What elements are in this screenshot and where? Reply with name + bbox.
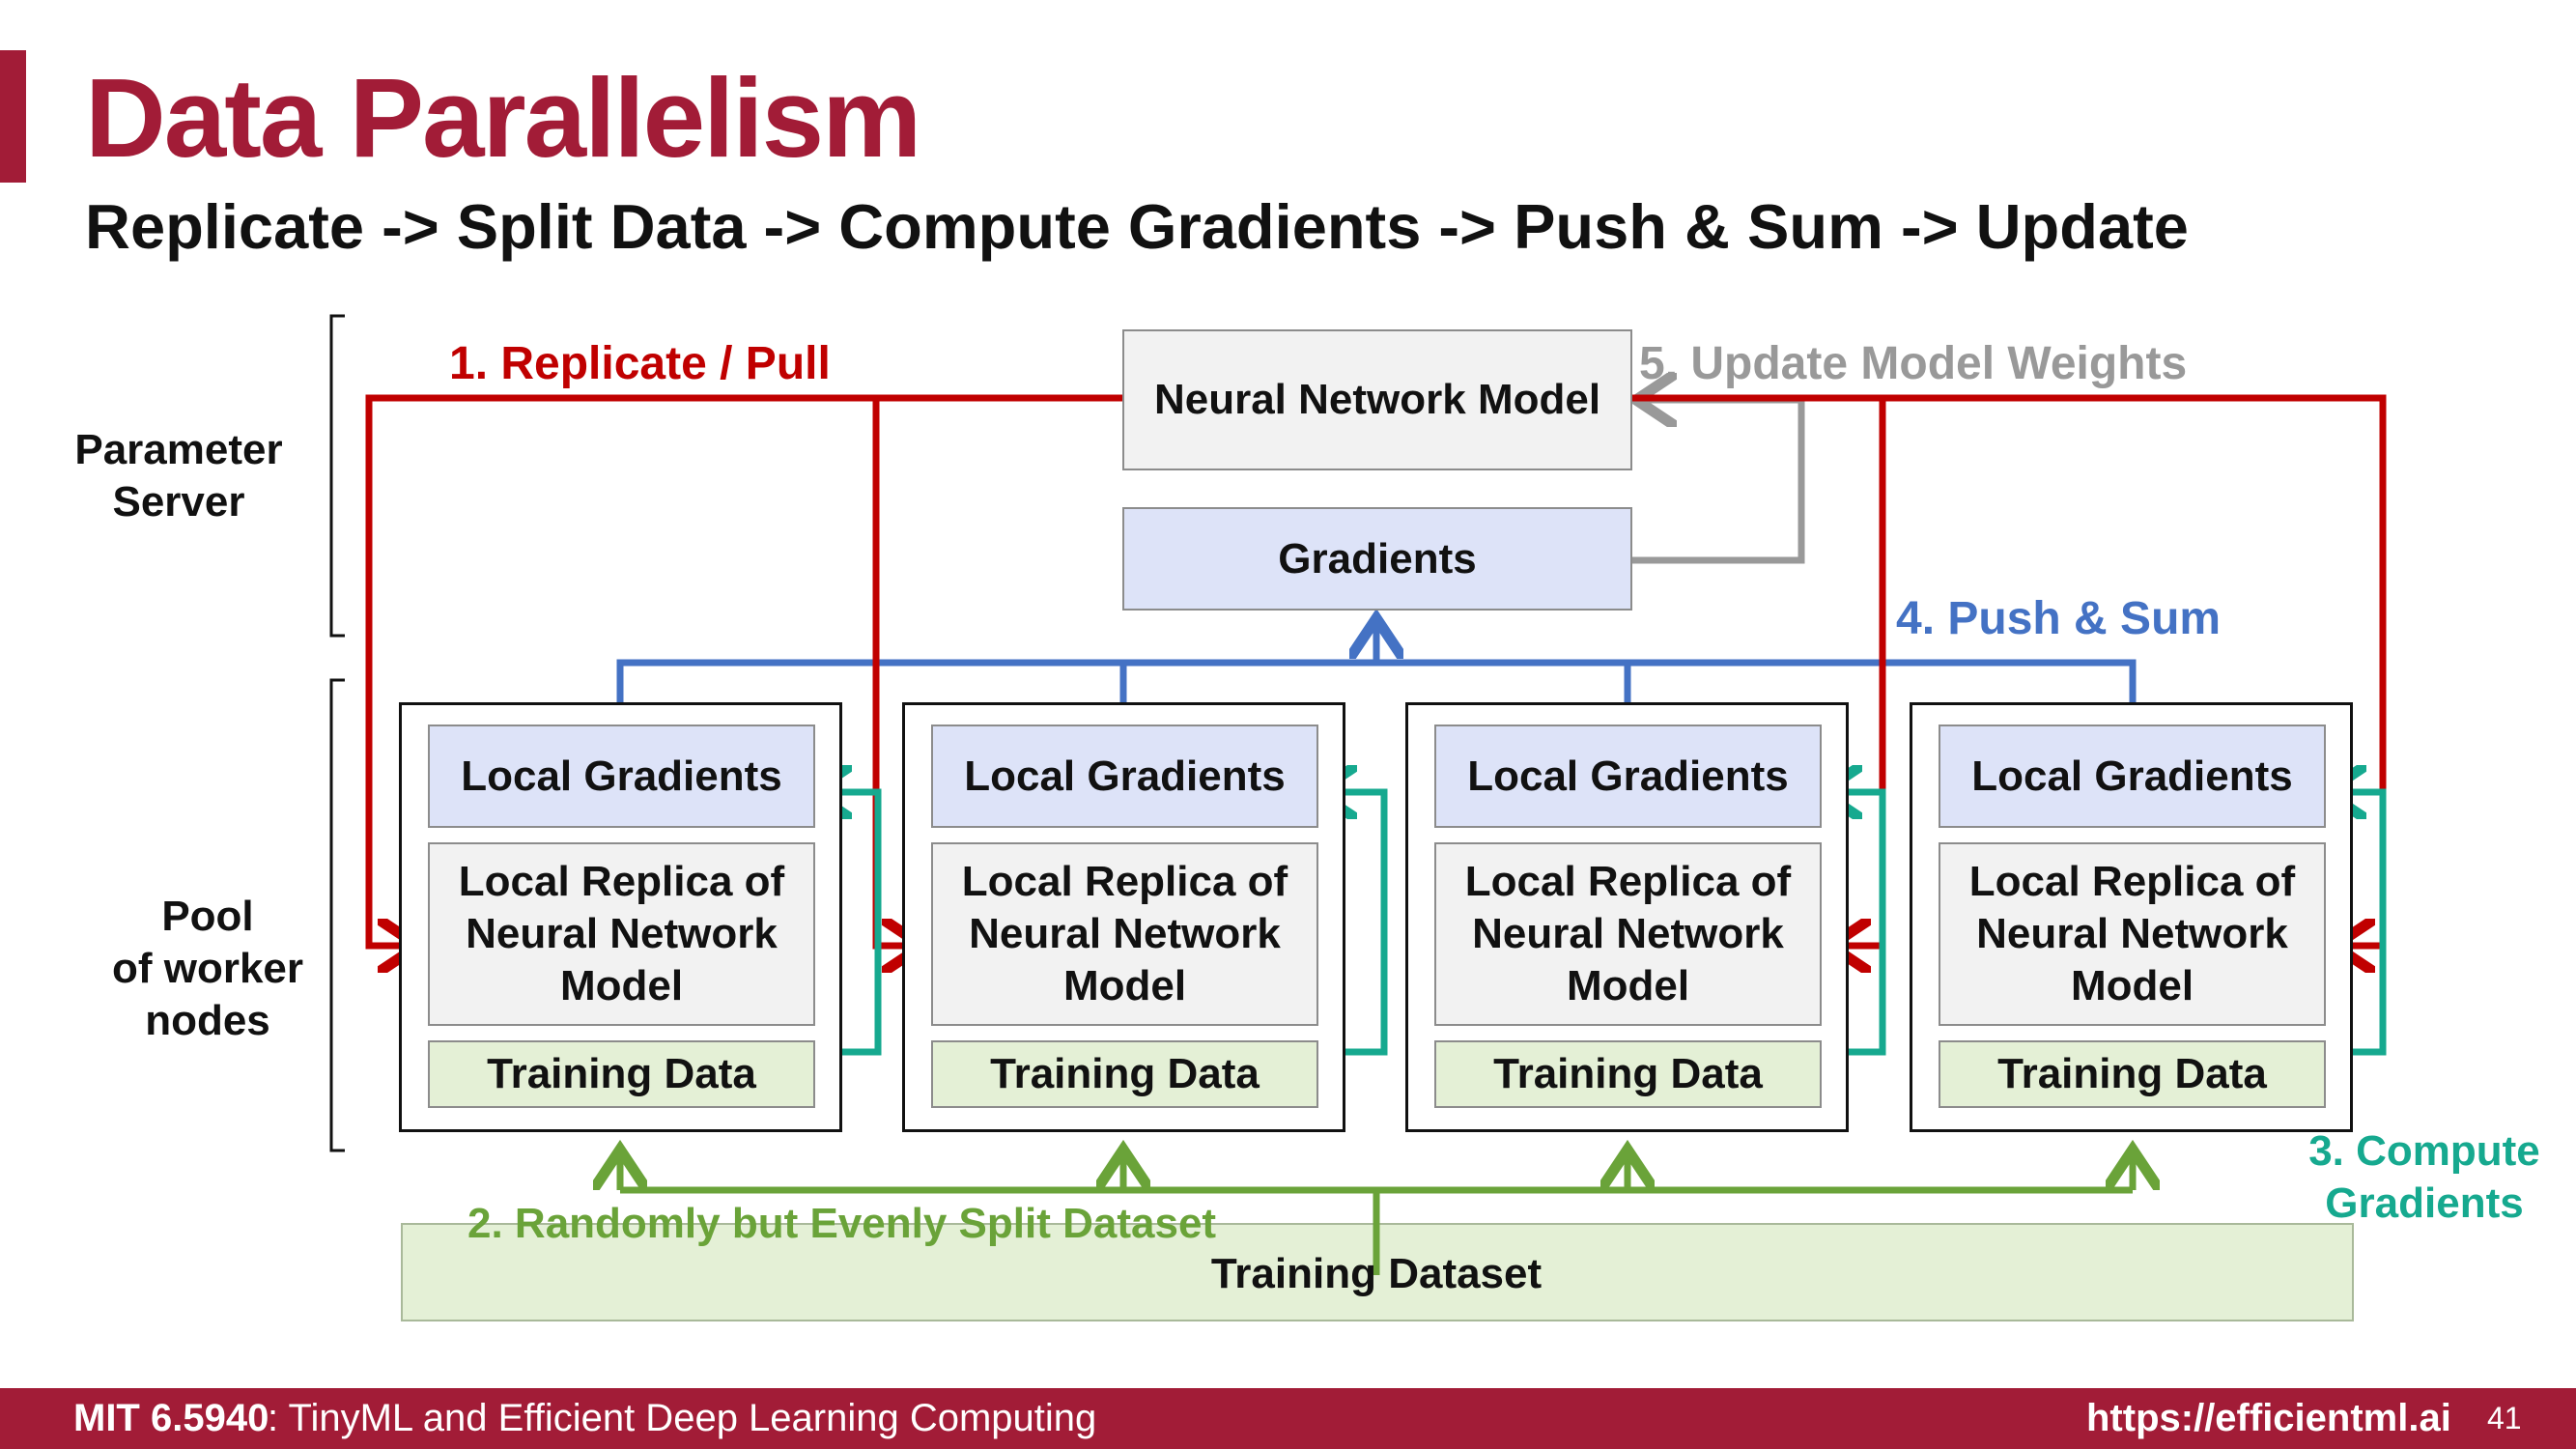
step-push-label: 4. Push & Sum (1896, 593, 2222, 644)
footer-bar: MIT 6.5940 : TinyML and Efficient Deep L… (0, 1388, 2576, 1449)
footer-url: https://efficientml.ai (2086, 1397, 2451, 1439)
slide-title: Data Parallelism (85, 55, 921, 181)
training-data-box: Training Data (931, 1040, 1318, 1108)
local-gradients-box: Local Gradients (1939, 724, 2326, 828)
parameter-server-label: Parameter Server (74, 426, 283, 526)
neural-network-model-box: Neural Network Model (1122, 329, 1632, 470)
step-split-label: 2. Randomly but Evenly Split Dataset (467, 1200, 1217, 1247)
slide-subtitle: Replicate -> Split Data -> Compute Gradi… (85, 191, 2189, 262)
footer-course-code: MIT 6.5940 (73, 1397, 269, 1439)
local-replica-box: Local Replica of Neural Network Model (428, 842, 815, 1026)
footer-course-name: : TinyML and Efficient Deep Learning Com… (268, 1397, 1097, 1439)
local-replica-box: Local Replica of Neural Network Model (1939, 842, 2326, 1026)
worker-pool-label: Pool of worker nodes (111, 893, 304, 1044)
local-replica-box: Local Replica of Neural Network Model (931, 842, 1318, 1026)
gradients-box: Gradients (1122, 507, 1632, 611)
training-data-box: Training Data (1434, 1040, 1822, 1108)
local-gradients-box: Local Gradients (931, 724, 1318, 828)
local-gradients-box: Local Gradients (428, 724, 815, 828)
training-data-box: Training Data (1939, 1040, 2326, 1108)
training-data-box: Training Data (428, 1040, 815, 1108)
local-replica-box: Local Replica of Neural Network Model (1434, 842, 1822, 1026)
step-compute-label: 3. Compute Gradients (2308, 1127, 2540, 1227)
training-dataset-label: Training Dataset (1210, 1250, 1543, 1297)
update-weights-connector (1632, 400, 1805, 564)
local-gradients-box: Local Gradients (1434, 724, 1822, 828)
parameter-server-bracket (329, 314, 345, 638)
compute-gradients-connector (811, 792, 2387, 1056)
worker-pool-bracket (329, 678, 345, 1152)
footer-page-number: 41 (2487, 1401, 2522, 1435)
step-update-label: 5. Update Model Weights (1639, 338, 2188, 389)
step-replicate-label: 1. Replicate / Pull (449, 338, 831, 389)
title-accent-bar (0, 50, 26, 183)
